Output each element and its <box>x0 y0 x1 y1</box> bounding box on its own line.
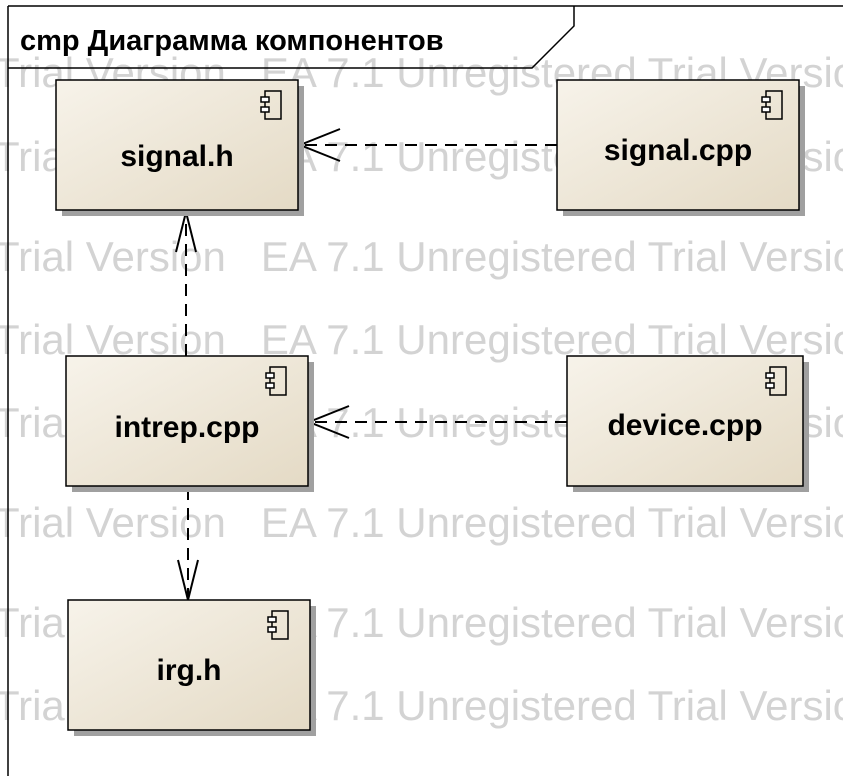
component-icon <box>761 90 783 120</box>
component-device-cpp[interactable]: device.cpp <box>566 355 809 492</box>
component-box <box>55 79 299 211</box>
watermark-row: Trial Version EA 7.1 Unregistered Trial … <box>0 316 843 363</box>
watermark-row: Trial Version EA 7.1 Unregistered Trial … <box>0 499 843 546</box>
component-label: intrep.cpp <box>114 411 259 444</box>
component-intrep-cpp[interactable]: intrep.cpp <box>65 355 314 492</box>
watermark-row: Trial Version EA 7.1 Unregistered Trial … <box>0 233 843 280</box>
frame-title: cmp Диаграмма компонентов <box>20 25 444 57</box>
frame-title-tab <box>8 6 575 69</box>
component-icon <box>765 366 787 396</box>
component-box <box>556 79 800 211</box>
component-signal-h[interactable]: signal.h <box>55 79 304 216</box>
component-icon <box>267 610 289 640</box>
diagram-frame: cmp Диаграмма компонентов <box>7 5 843 776</box>
component-irg-h[interactable]: irg.h <box>67 599 316 736</box>
component-label: irg.h <box>157 654 222 687</box>
component-icon <box>265 366 287 396</box>
component-signal-cpp[interactable]: signal.cpp <box>556 79 805 216</box>
component-label: device.cpp <box>607 409 762 442</box>
component-label: signal.h <box>120 140 233 173</box>
component-label: signal.cpp <box>604 134 752 167</box>
component-icon <box>260 90 282 120</box>
component-box <box>566 355 804 487</box>
